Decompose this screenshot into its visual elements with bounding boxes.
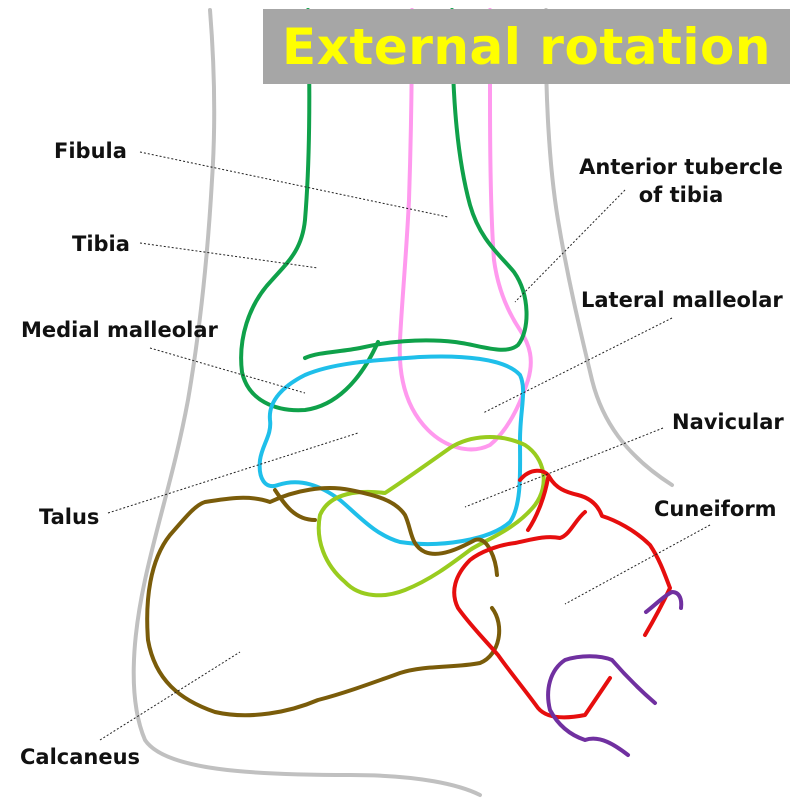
talus-outline: [257, 354, 526, 546]
label-fibula: Fibula: [54, 139, 127, 163]
label-talus: Talus: [39, 505, 100, 529]
calcaneus-outline: [145, 486, 502, 718]
soft-tissue-outline-left: [131, 8, 482, 797]
label-medial-malleolar: Medial malleolar: [21, 318, 218, 342]
metatarsal-outline-1: [644, 590, 684, 614]
anterior-tibia-outline: [397, 8, 533, 452]
leader-tibia: [139, 242, 319, 269]
label-lateral-malleolar: Lateral malleolar: [581, 288, 783, 312]
leader-talus: [107, 432, 359, 514]
leader-medial-malleolar: [149, 347, 306, 394]
leader-fibula: [139, 151, 449, 218]
leader-lateral-malleolar: [482, 317, 673, 414]
label-tibia: Tibia: [72, 232, 130, 256]
title: External rotation: [282, 17, 771, 76]
fibula-tibia-outline: [239, 8, 380, 413]
leader-lines: [99, 151, 711, 741]
cuneiform-inner-line: [526, 476, 550, 532]
cuneiform-outline: [452, 468, 672, 720]
title-banner: External rotation: [263, 9, 790, 84]
soft-tissue-outline-right: [543, 8, 674, 487]
metatarsal-outline-2: [546, 654, 657, 757]
label-calcaneus: Calcaneus: [20, 745, 141, 769]
navicular-outline: [316, 435, 546, 598]
label-navicular: Navicular: [672, 410, 784, 434]
label-cuneiform: Cuneiform: [654, 497, 777, 521]
label-anterior-tubercle: Anterior tubercle of tibia: [579, 155, 783, 207]
leader-cuneiform: [564, 524, 711, 605]
calcaneus-inner-line: [273, 488, 317, 522]
tibia-right-outline: [303, 8, 529, 360]
leader-navicular: [464, 427, 664, 508]
leader-calcaneus: [99, 651, 241, 741]
